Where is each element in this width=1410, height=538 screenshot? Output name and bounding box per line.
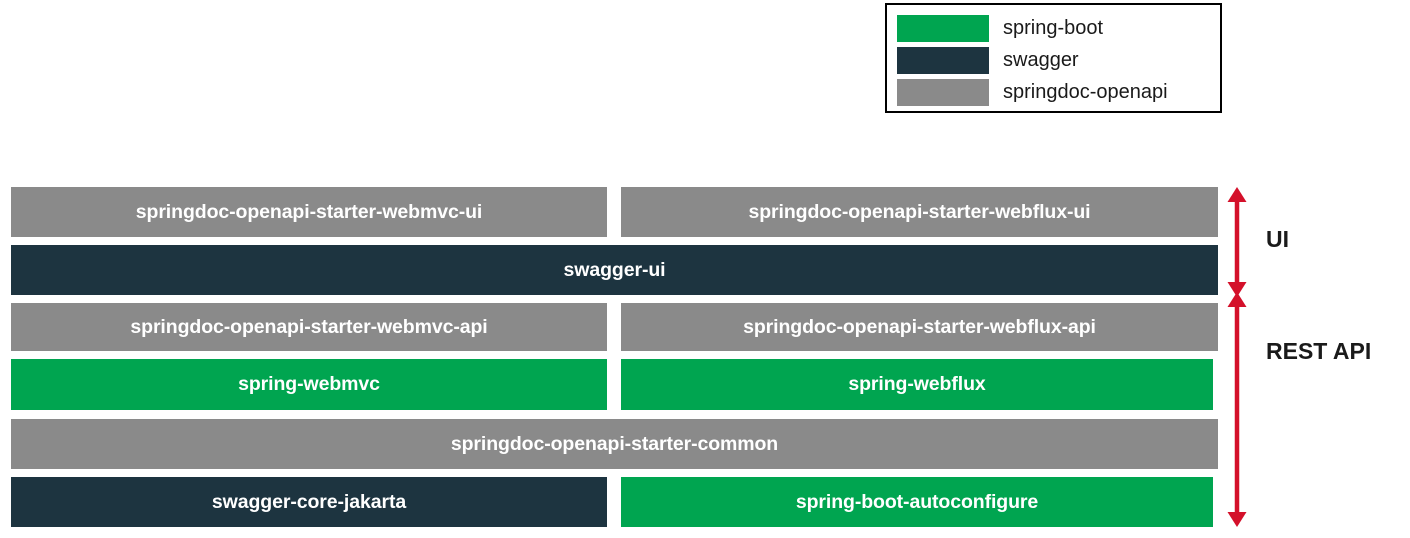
zone-label-ui: UI (1266, 226, 1289, 252)
module-box-springdoc-openapi-starter-webmvc-api: springdoc-openapi-starter-webmvc-api (11, 303, 607, 351)
legend-swatch-springdoc-openapi (897, 78, 989, 106)
legend-item-spring-boot: spring-boot (897, 12, 1220, 44)
module-box-spring-webflux: spring-webflux (621, 359, 1213, 410)
legend-label-springdoc-openapi: springdoc-openapi (1003, 81, 1168, 103)
legend-item-swagger: swagger (897, 44, 1220, 76)
module-box-springdoc-openapi-starter-webmvc-ui: springdoc-openapi-starter-webmvc-ui (11, 187, 607, 237)
legend-label-spring-boot: spring-boot (1003, 17, 1104, 39)
legend-box: spring-boot swagger springdoc-openapi (885, 3, 1222, 113)
zone-arrow-rest-api (1227, 292, 1247, 527)
legend-swatch-swagger (897, 46, 989, 74)
module-box-springdoc-openapi-starter-webflux-ui: springdoc-openapi-starter-webflux-ui (621, 187, 1218, 237)
module-box-springdoc-openapi-starter-webflux-api: springdoc-openapi-starter-webflux-api (621, 303, 1218, 351)
module-box-swagger-core-jakarta: swagger-core-jakarta (11, 477, 607, 527)
legend-label-swagger: swagger (1003, 49, 1079, 71)
module-box-spring-webmvc: spring-webmvc (11, 359, 607, 410)
module-box-springdoc-openapi-starter-common: springdoc-openapi-starter-common (11, 419, 1218, 469)
legend-swatch-spring-boot (897, 14, 989, 42)
module-box-spring-boot-autoconfigure: spring-boot-autoconfigure (621, 477, 1213, 527)
zone-label-rest-api: REST API (1266, 338, 1372, 364)
legend-item-springdoc-openapi: springdoc-openapi (897, 76, 1220, 108)
zone-arrow-ui (1227, 187, 1247, 297)
module-box-swagger-ui: swagger-ui (11, 245, 1218, 295)
